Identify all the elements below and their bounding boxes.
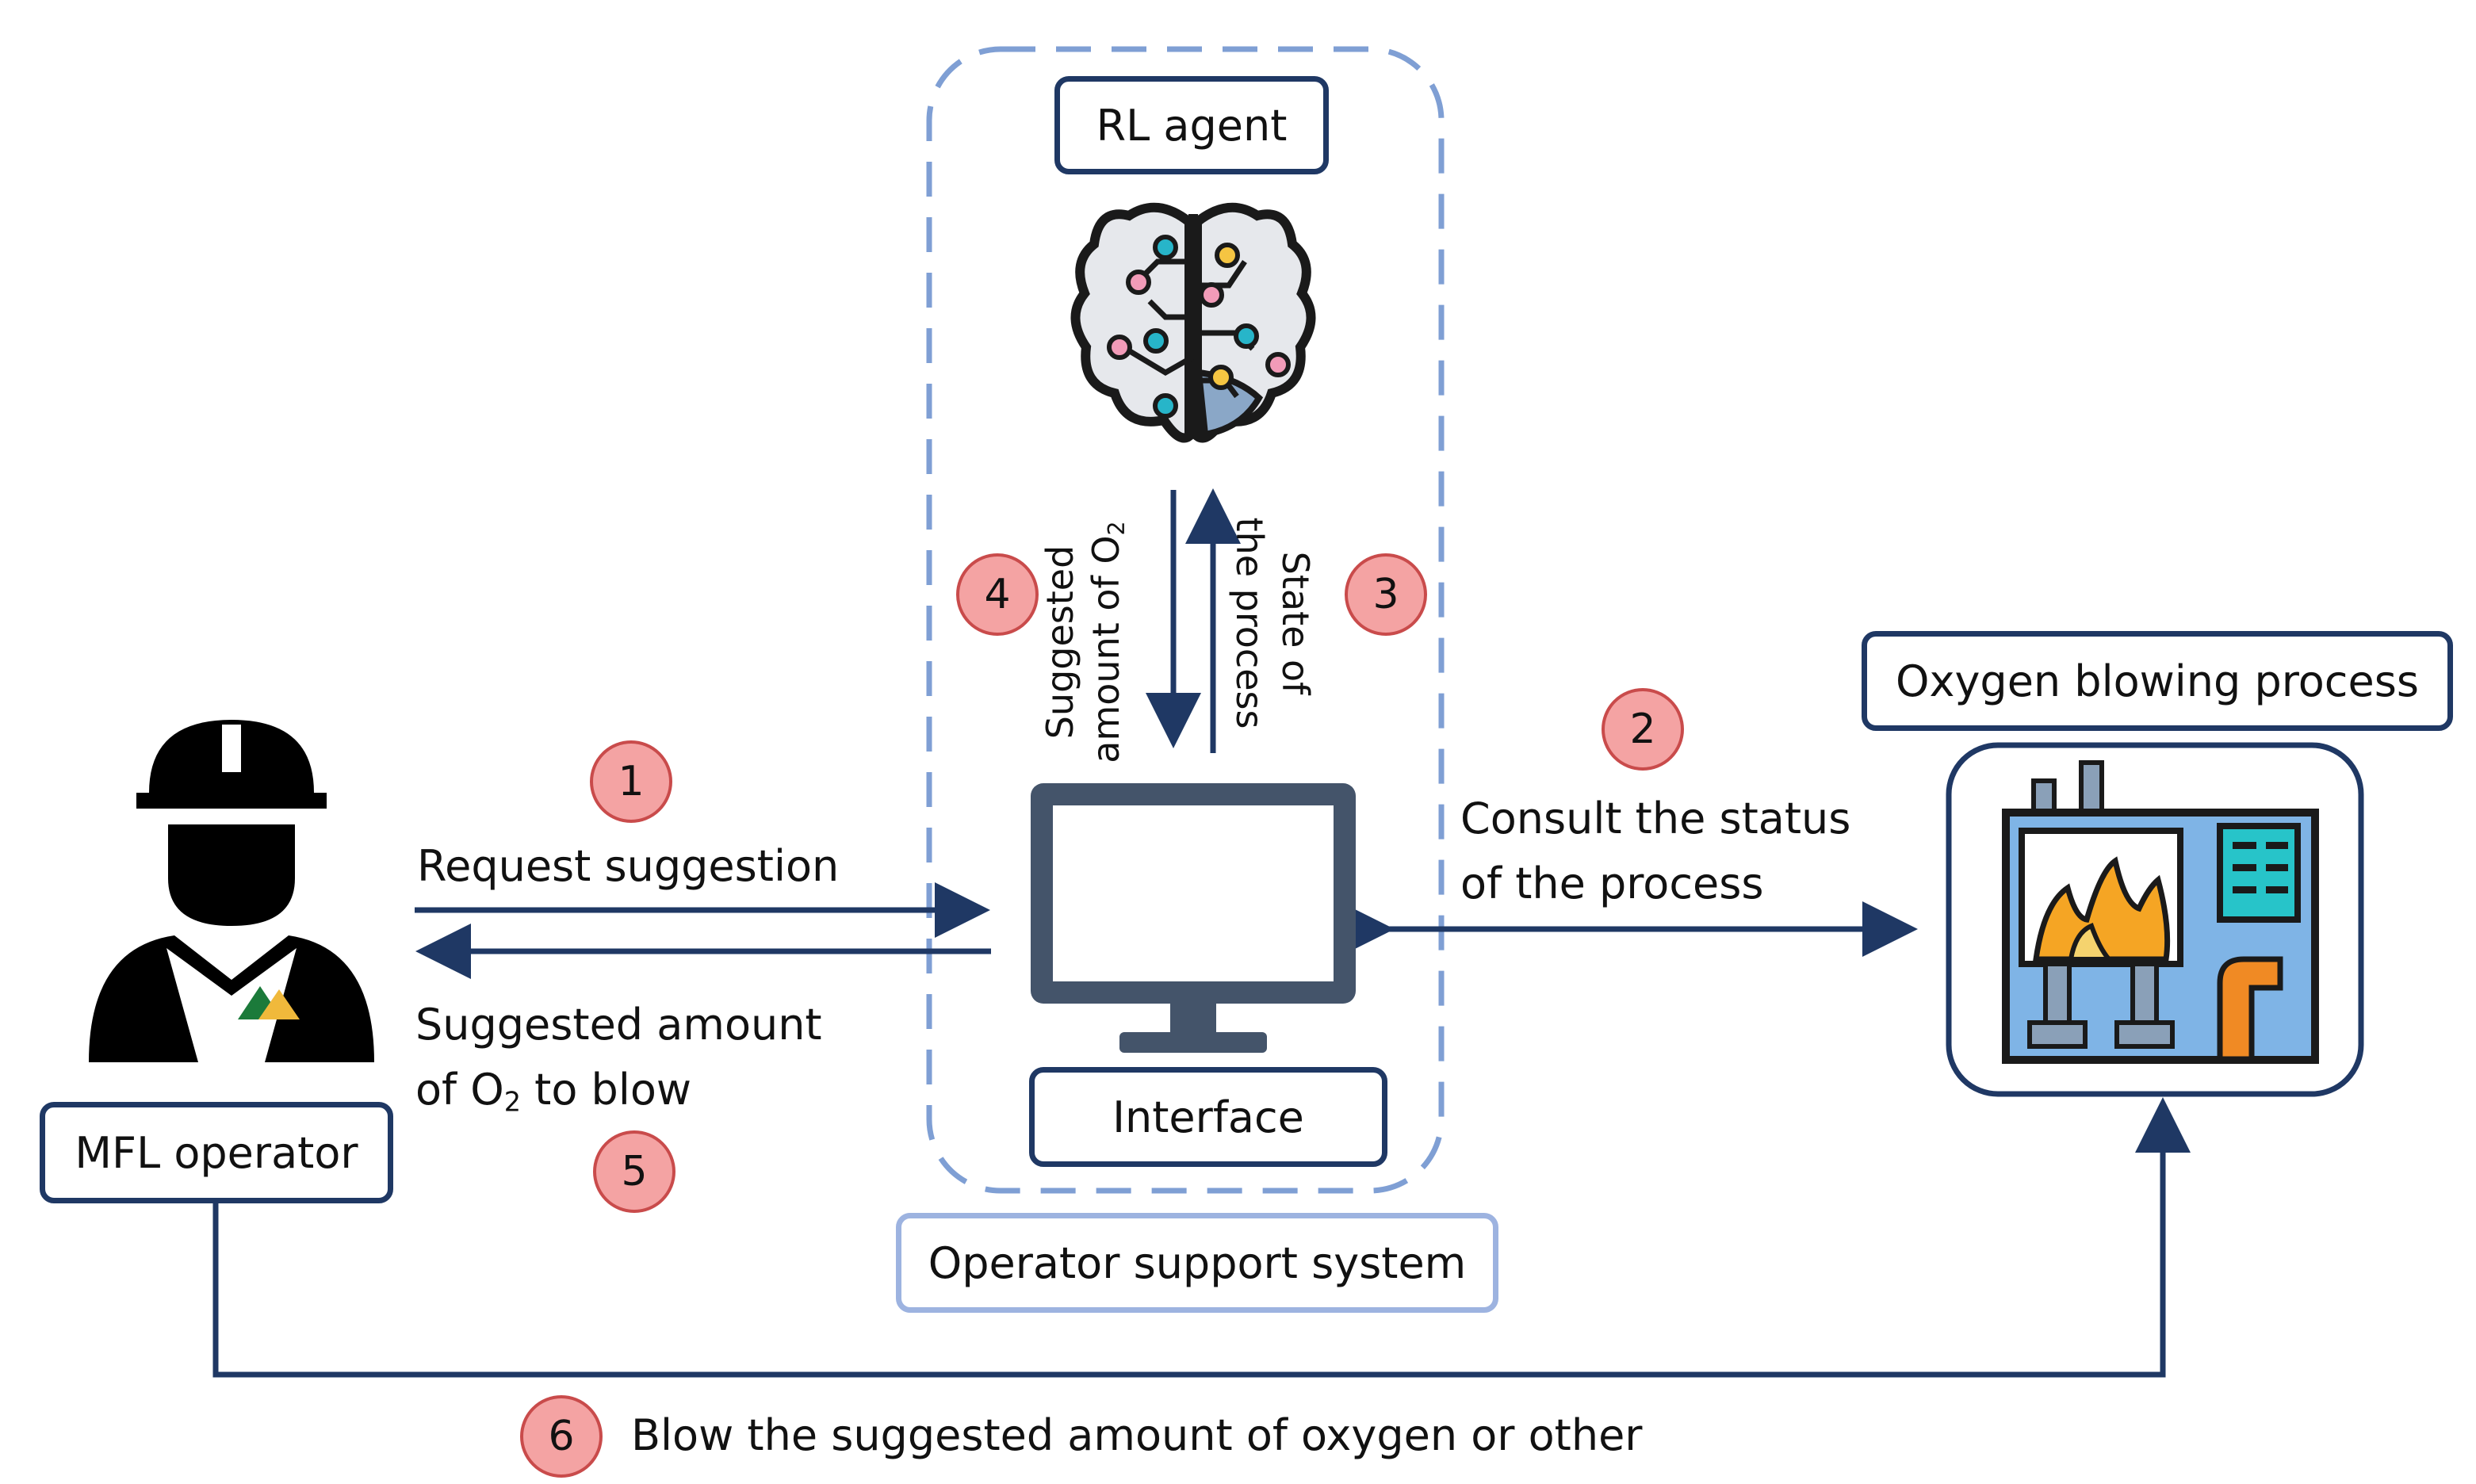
support-system-box: Operator support system — [896, 1213, 1498, 1313]
blow-oxygen-label: Blow the suggested amount of oxygen or o… — [631, 1410, 1643, 1460]
request-suggestion-label: Request suggestion — [417, 841, 840, 891]
step-badge-3: 3 — [1345, 553, 1427, 636]
oxygen-process-box: Oxygen blowing process — [1862, 631, 2453, 731]
consult-status-label-line2: of the process — [1460, 859, 1764, 908]
step-badge-6: 6 — [520, 1395, 603, 1478]
step-badge-4: 4 — [956, 553, 1039, 636]
brain-icon — [1070, 202, 1316, 443]
mfl-operator-box: MFL operator — [40, 1102, 393, 1203]
suggested-amount-label-line2: of O2 to blow — [415, 1065, 692, 1118]
suggested-amount-vertical-label: Suggested amount of O2 — [1039, 521, 1131, 763]
step-badge-5: 5 — [593, 1130, 675, 1213]
suggested-amount-label-line1: Suggested amount — [415, 1000, 822, 1050]
rl-agent-box: RL agent — [1054, 76, 1329, 174]
interface-box: Interface — [1029, 1067, 1387, 1167]
step-badge-1: 1 — [590, 740, 672, 823]
operator-icon — [89, 720, 374, 1062]
monitor-icon — [1031, 783, 1356, 1053]
arrow-blow-oxygen — [212, 1097, 2191, 1378]
support-system-dashed-border — [926, 46, 1445, 1194]
state-of-process-vertical-label: State of the process — [1228, 517, 1317, 729]
furnace-icon — [1946, 742, 2364, 1097]
step-badge-2: 2 — [1602, 688, 1684, 771]
consult-status-label-line1: Consult the status — [1460, 794, 1851, 843]
